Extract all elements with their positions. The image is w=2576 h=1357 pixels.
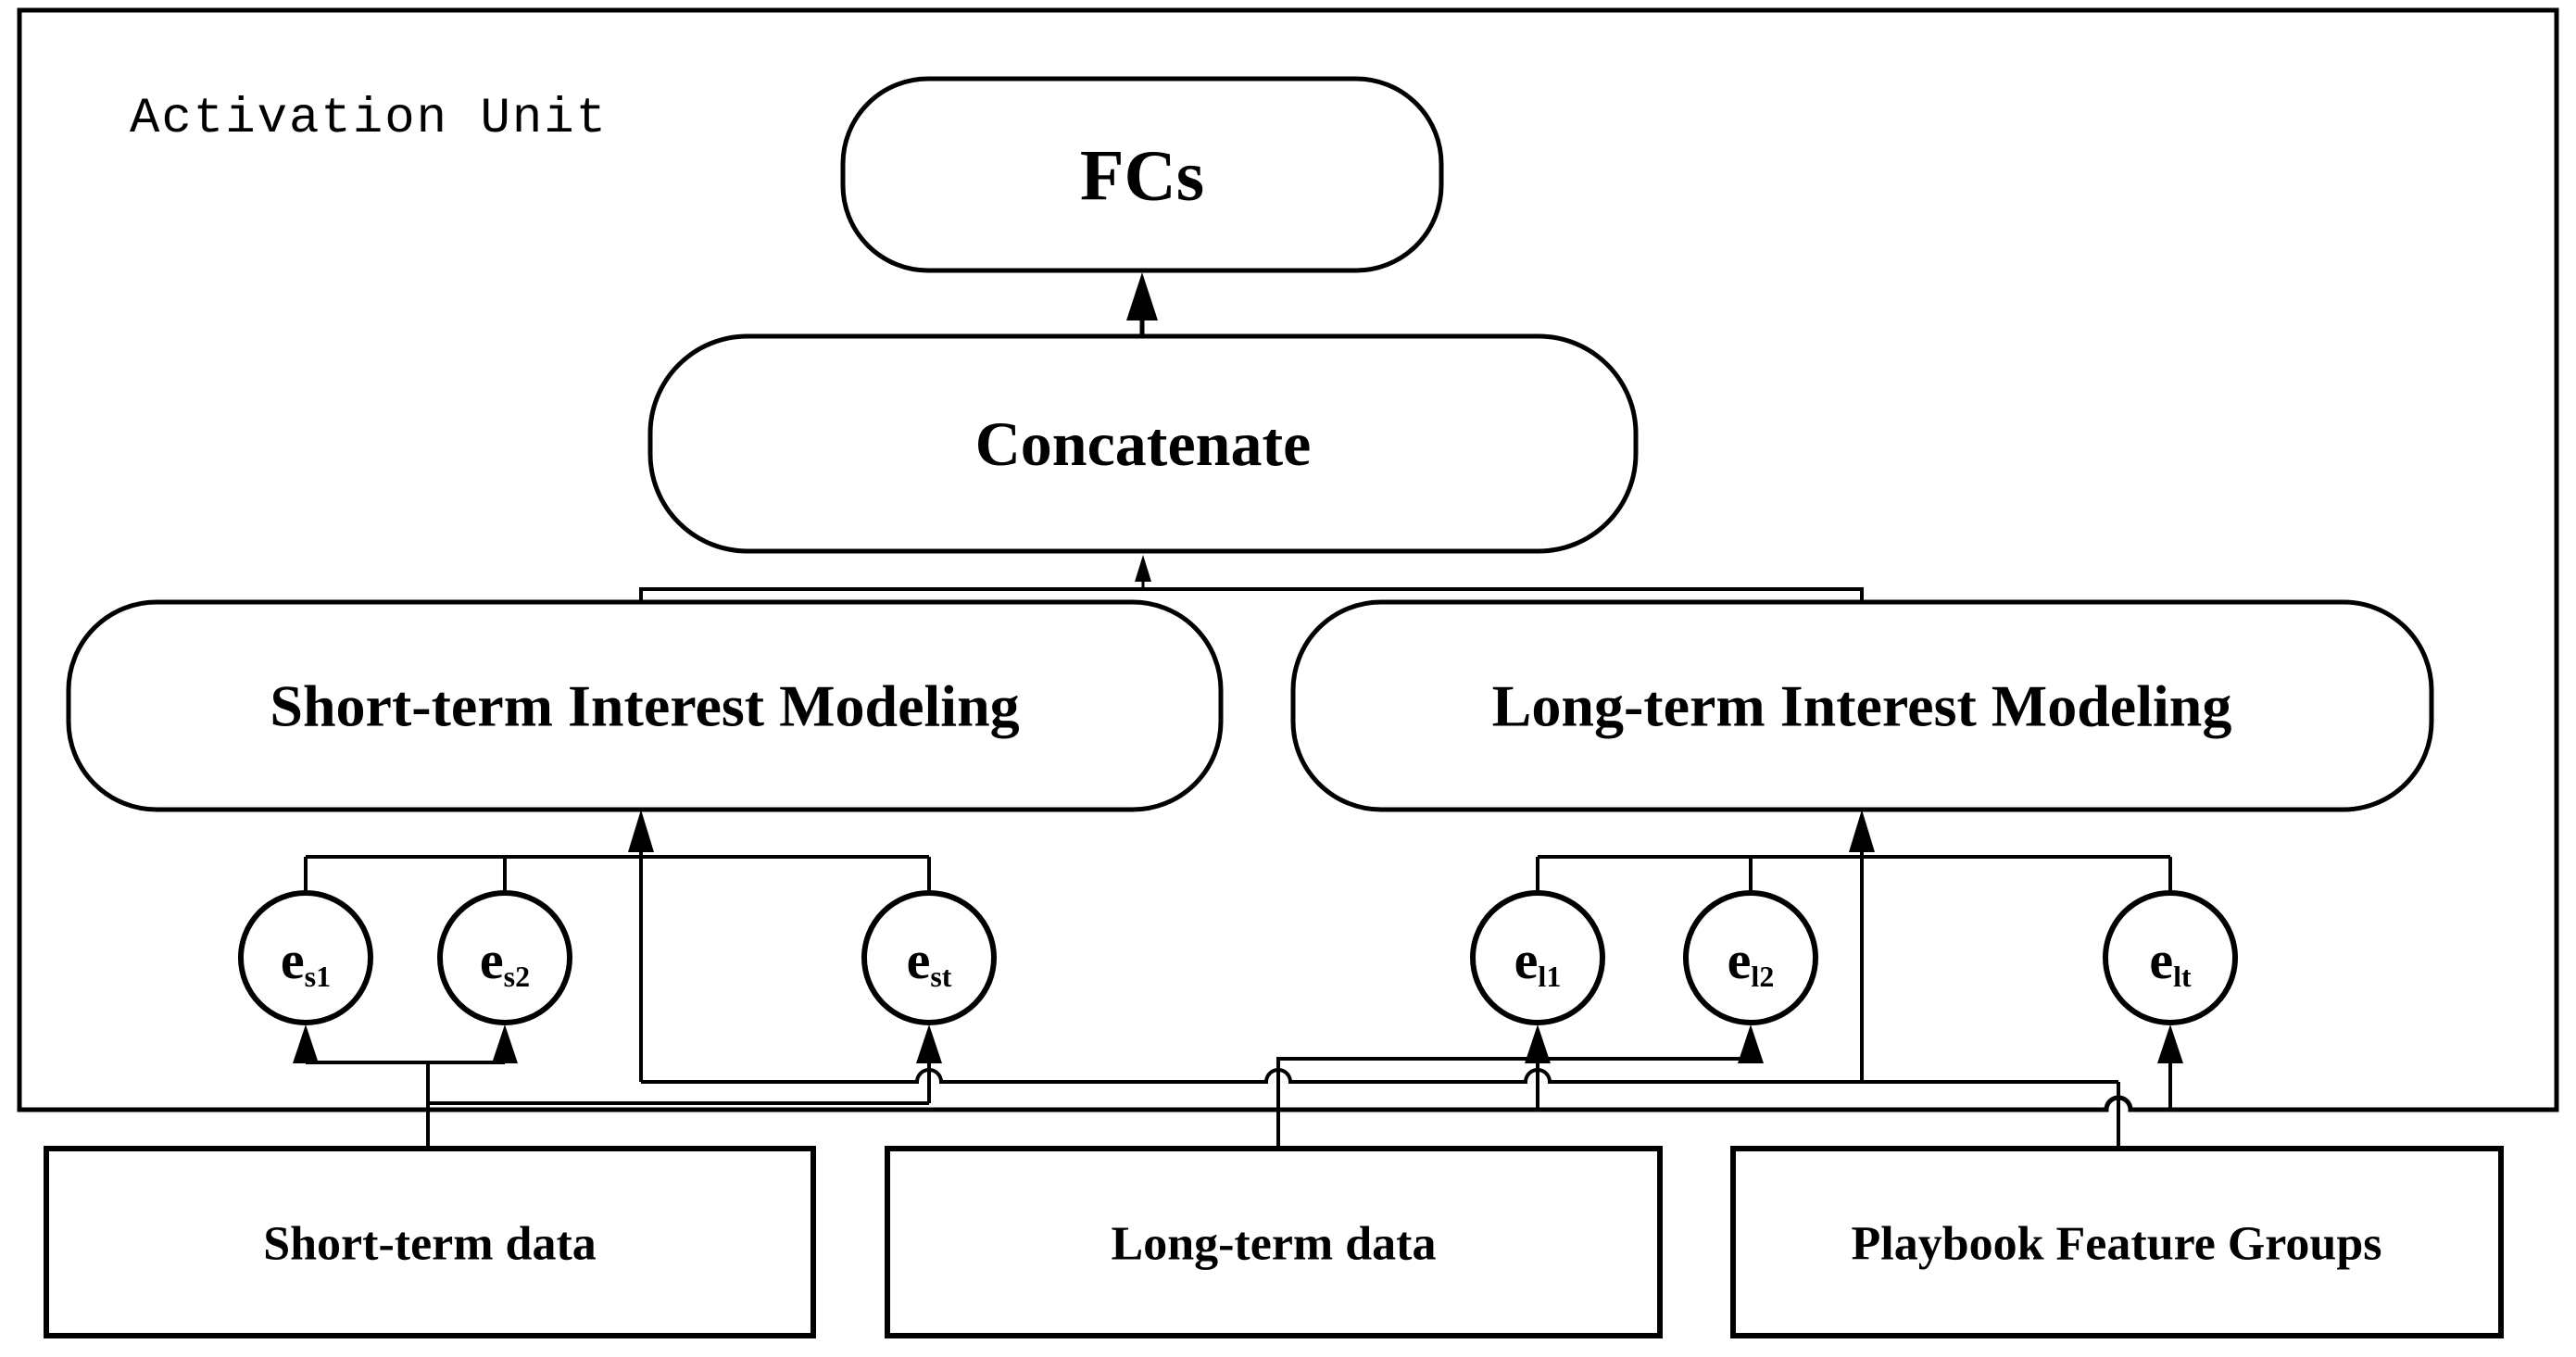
embedding-est-sub: st (930, 960, 951, 993)
arrowhead-into-fcs (1126, 272, 1158, 320)
embedding-el2-base: e (1728, 930, 1752, 990)
embedding-est-base: e (907, 930, 931, 990)
arrowhead-into-es1 (293, 1024, 319, 1063)
input-short-term-data-label: Short-term data (263, 1218, 597, 1271)
rail-short-term-circles (304, 855, 931, 895)
embedding-el1-base: e (1514, 930, 1539, 990)
svg-text:es1: es1 (281, 930, 331, 994)
embedding-es1-sub: s1 (305, 960, 331, 993)
svg-text:es2: es2 (480, 930, 530, 994)
arrowhead-into-elt (2157, 1024, 2183, 1063)
bus-longterm-to-elt (1278, 1096, 2170, 1112)
node-short-term-modeling-label: Short-term Interest Modeling (270, 673, 1019, 739)
embedding-elt-base: e (2149, 930, 2173, 990)
arrowhead-into-el1 (1525, 1024, 1551, 1063)
node-short-term-modeling: Short-term Interest Modeling (66, 599, 1224, 812)
node-concatenate-label: Concatenate (975, 408, 1312, 479)
arrowhead-into-est (916, 1024, 942, 1063)
container-title: Activation Unit (130, 91, 608, 147)
node-concatenate: Concatenate (647, 333, 1639, 554)
input-long-term-data-label: Long-term data (1112, 1218, 1437, 1271)
rail-long-term-circles (1536, 855, 2172, 895)
arrowhead-into-concatenate (1135, 555, 1151, 582)
node-fcs-label: FCs (1080, 135, 1204, 216)
edge-shortterm-data-connector (306, 1061, 505, 1149)
arrowhead-into-es2 (492, 1024, 518, 1063)
svg-text:elt: elt (2149, 930, 2192, 994)
edge-longterm-data-connector (1276, 1057, 1751, 1149)
embedding-el1: el1 (1470, 890, 1605, 1025)
bus-playbook-features (641, 1068, 2118, 1084)
embedding-es2: es2 (437, 890, 572, 1025)
embedding-es2-sub: s2 (504, 960, 530, 993)
arrowhead-into-shortterm-modeling (628, 810, 654, 852)
edge-modeling-to-concatenate-connector (639, 587, 1864, 602)
arrowhead-into-el2 (1738, 1024, 1764, 1063)
arrowhead-into-longterm-modeling (1849, 810, 1875, 852)
embedding-el1-sub: l1 (1538, 960, 1561, 993)
input-playbook-feature-groups-label: Playbook Feature Groups (1851, 1218, 2381, 1271)
input-long-term-data: Long-term data (885, 1146, 1663, 1338)
embedding-elt: elt (2103, 890, 2238, 1025)
embedding-elt-sub: lt (2173, 960, 2192, 993)
embedding-est: est (861, 890, 997, 1025)
embedding-el2-sub: l2 (1751, 960, 1774, 993)
node-fcs: FCs (840, 76, 1444, 273)
svg-text:el1: el1 (1514, 930, 1562, 994)
input-short-term-data: Short-term data (44, 1146, 816, 1338)
embedding-es2-base: e (480, 930, 504, 990)
svg-text:est: est (907, 930, 952, 994)
node-long-term-modeling-label: Long-term Interest Modeling (1492, 673, 2232, 739)
embedding-el2: el2 (1683, 890, 1818, 1025)
embedding-es1: es1 (238, 890, 373, 1025)
svg-text:el2: el2 (1728, 930, 1775, 994)
input-playbook-feature-groups: Playbook Feature Groups (1730, 1146, 2504, 1338)
embedding-es1-base: e (281, 930, 305, 990)
node-long-term-modeling: Long-term Interest Modeling (1290, 599, 2434, 812)
